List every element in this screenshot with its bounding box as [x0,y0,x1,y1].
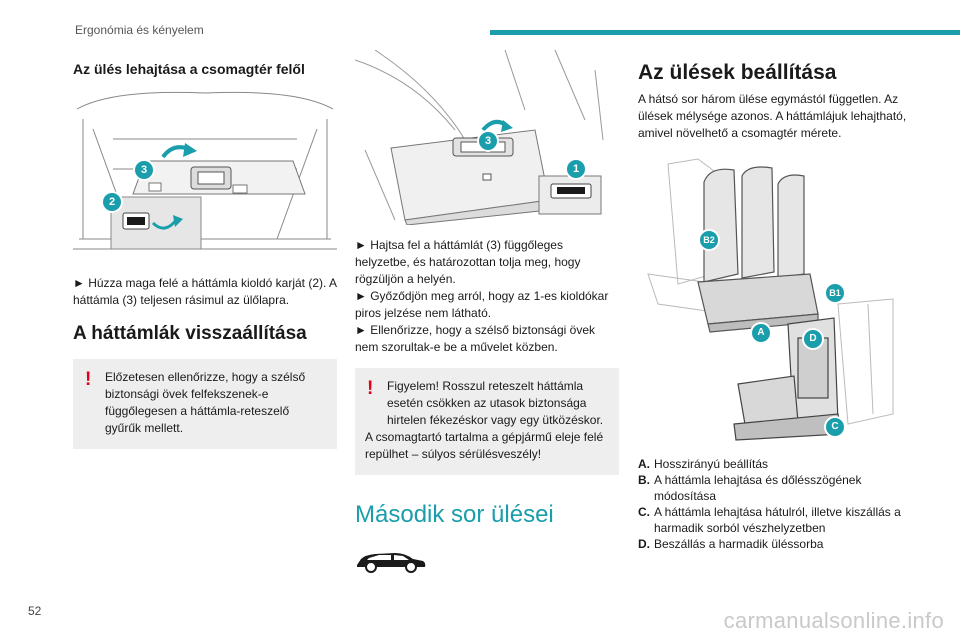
warning-text-2a: Figyelem! Rosszul reteszelt háttámla ese… [387,379,604,427]
legend-item: B. A háttámla lehajtása és dőlésszögének… [638,473,862,503]
warning-box-2: ! Figyelem! Rosszul reteszelt háttámla e… [355,368,619,475]
legend-item: A. Hosszirányú beállítás [638,457,769,471]
watermark: carmanualsonline.info [723,608,944,633]
page-number: 52 [28,604,42,618]
callout-1: 1 [565,158,587,180]
warning-text-1: Előzetesen ellenőrizze, hogy a szélső bi… [105,370,306,435]
seats-drawing [647,158,894,441]
exclamation-icon: ! [367,378,374,399]
col1-heading: Az ülés lehajtása a csomagtér felől [73,61,305,77]
column-1: Az ülés lehajtása a csomagtér felől [73,55,337,449]
warning-box-1: ! Előzetesen ellenőrizze, hogy a szélső … [73,359,337,449]
col1-section-title: A háttámlák visszaállítása [73,323,307,344]
callout-3: 3 [133,159,155,181]
exclamation-icon: ! [85,369,92,390]
warning-text-2b: A csomagtartó tartalma a gépjármű eleje … [365,430,604,461]
boot-fold-drawing [73,91,337,250]
column-3: Az ülések beállítása A hátsó sor három ü… [638,55,908,552]
col3-intro: A hátsó sor három ülése egymástól függet… [638,92,907,140]
col2-step-3: ► Ellenőrizze, hogy a szélső biztonsági … [355,323,595,354]
legend: A. Hosszirányú beállítás B. A háttámla l… [638,456,908,552]
chapter-title: Második sor ülései [355,501,554,528]
header-accent-bar [490,30,960,35]
col2-step-2: ► Győződjön meg arról, hogy az 1-es kiol… [355,289,609,320]
callout-a: A [750,322,772,344]
car-side-icon [357,553,426,573]
illustration-seats: B2 B1 A D C [638,154,898,444]
legend-item: D. Beszállás a harmadik üléssorba [638,537,824,551]
col2-step-1: ► Hajtsa fel a háttámlát (3) függőleges … [355,238,581,286]
callout-b2: B2 [698,229,720,251]
legend-item: C. A háttámla lehajtása hátulról, illetv… [638,505,901,535]
illustration-backrest-raise: 3 1 [354,49,605,226]
column-2: 3 1 ► Hajtsa fel a háttámlát (3) függőle… [354,49,619,578]
callout-3: 3 [477,130,499,152]
callout-c: C [824,416,846,438]
col1-step: ► Húzza maga felé a háttámla kioldó karj… [73,276,337,307]
callout-b1: B1 [824,282,846,304]
header-title: Ergonómia és kényelem [75,23,204,37]
backrest-raise-drawing [354,49,604,226]
callout-2: 2 [101,191,123,213]
illustration-boot-fold: 3 2 [73,89,337,259]
callout-d: D [802,328,824,350]
col3-title: Az ülések beállítása [638,61,837,84]
